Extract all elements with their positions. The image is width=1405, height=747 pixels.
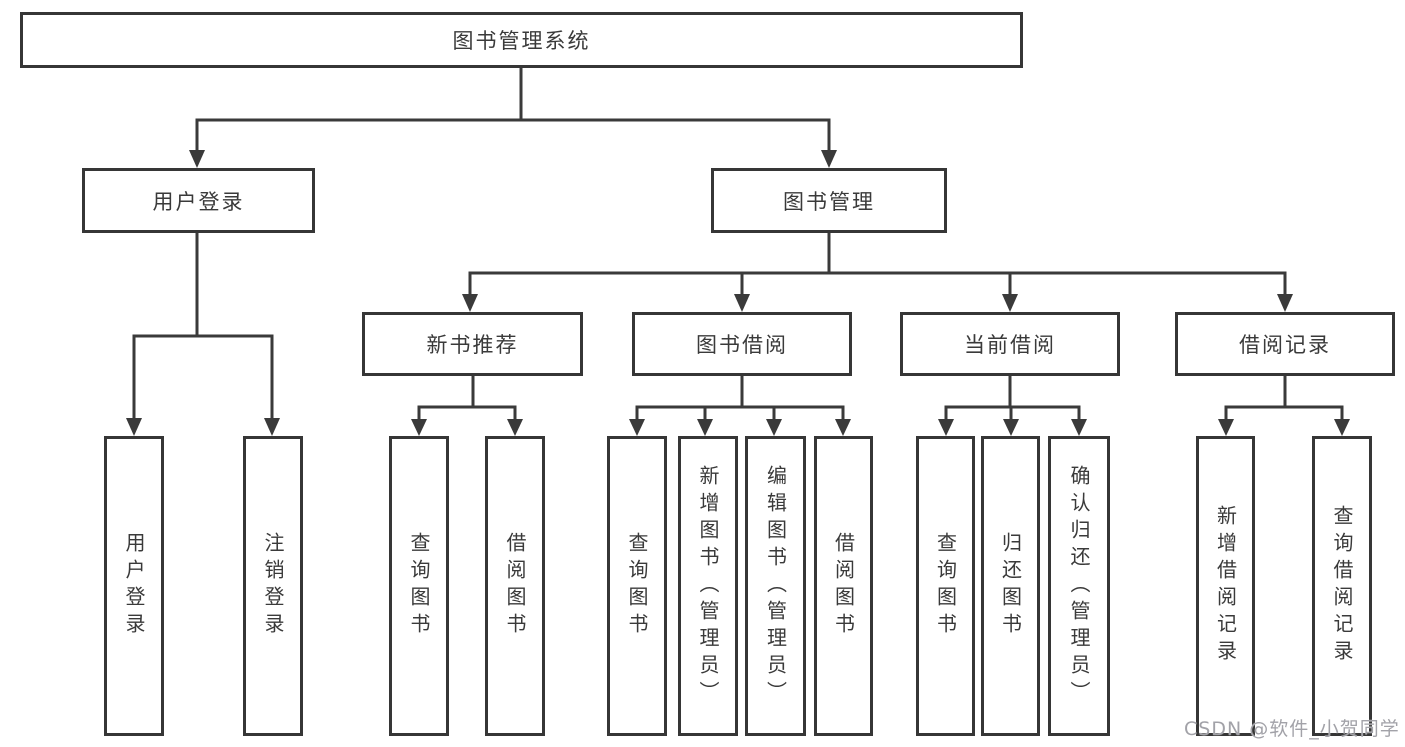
node-label: 编辑图书（管理员） xyxy=(763,464,788,708)
leaf-newbook-borrow-books: 借阅图书 xyxy=(485,436,545,736)
node-current-borrowing: 当前借阅 xyxy=(900,312,1120,376)
leaf-current-query-books: 查询图书 xyxy=(916,436,975,736)
node-book-borrowing: 图书借阅 xyxy=(632,312,852,376)
node-label: 归还图书 xyxy=(998,532,1023,640)
node-book-management: 图书管理 xyxy=(711,168,947,233)
leaf-records-query-record: 查询借阅记录 xyxy=(1312,436,1372,736)
leaf-logout: 注销登录 xyxy=(243,436,303,736)
leaf-borrowing-edit-books-admin: 编辑图书（管理员） xyxy=(745,436,806,736)
leaf-user-login: 用户登录 xyxy=(104,436,164,736)
node-root-system: 图书管理系统 xyxy=(20,12,1023,68)
node-label: 查询图书 xyxy=(625,532,649,640)
node-label: 确认归还（管理员） xyxy=(1067,464,1091,708)
node-new-book-recommendation: 新书推荐 xyxy=(362,312,583,376)
node-label: 当前借阅 xyxy=(964,333,1056,357)
csdn-watermark: CSDN @软件_小贺同学 xyxy=(1184,718,1400,740)
leaf-current-confirm-return-admin: 确认归还（管理员） xyxy=(1048,436,1110,736)
node-label: 用户登录 xyxy=(122,532,146,640)
node-label: 新增图书（管理员） xyxy=(696,464,720,708)
leaf-records-add-record: 新增借阅记录 xyxy=(1196,436,1255,736)
leaf-borrowing-add-books-admin: 新增图书（管理员） xyxy=(678,436,738,736)
node-borrowing-records: 借阅记录 xyxy=(1175,312,1395,376)
node-user-login: 用户登录 xyxy=(82,168,315,233)
node-label: 新书推荐 xyxy=(426,333,519,357)
leaf-newbook-query-books: 查询图书 xyxy=(389,436,449,736)
node-label: 借阅图书 xyxy=(831,532,856,640)
node-label: 用户登录 xyxy=(152,189,245,214)
leaf-current-return-books: 归还图书 xyxy=(981,436,1040,736)
node-label: 查询图书 xyxy=(407,532,431,640)
node-label: 新增借阅记录 xyxy=(1213,505,1238,667)
node-label: 图书管理系统 xyxy=(452,29,591,53)
node-label: 图书管理 xyxy=(783,189,875,214)
leaf-borrowing-borrow-books: 借阅图书 xyxy=(814,436,873,736)
node-label: 借阅记录 xyxy=(1239,333,1331,357)
node-label: 查询借阅记录 xyxy=(1330,505,1354,667)
leaf-borrowing-query-books: 查询图书 xyxy=(607,436,667,736)
node-label: 借阅图书 xyxy=(503,532,527,640)
node-label: 图书借阅 xyxy=(696,333,788,357)
node-label: 查询图书 xyxy=(933,532,958,640)
node-label: 注销登录 xyxy=(261,532,285,640)
